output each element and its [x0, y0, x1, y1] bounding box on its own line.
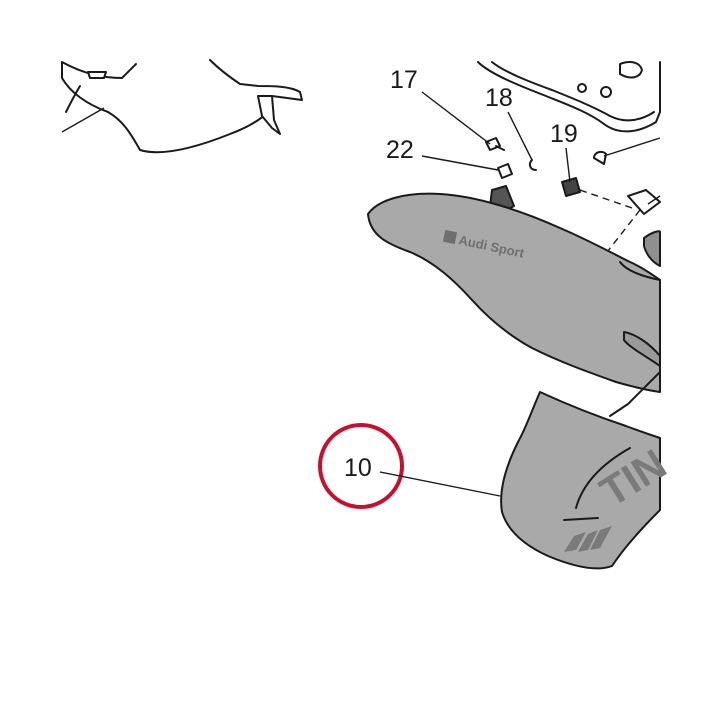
lower-cover-part-10: TIN [500, 371, 674, 570]
upper-left-clip [87, 71, 107, 79]
lower-cover-crease [575, 447, 631, 509]
upper-cover-shape [367, 192, 661, 393]
upper-left-component [61, 59, 303, 154]
clip-18 [528, 159, 537, 171]
callout-19-leader [565, 147, 571, 183]
callout-10-leader [379, 471, 501, 497]
upper-cover-vent [623, 331, 661, 367]
retainer-clip [627, 189, 661, 215]
retainer-clip-leader [647, 195, 661, 205]
callouts-group: 17 18 19 22 10 [318, 66, 578, 509]
assembly-path-1 [579, 189, 633, 209]
plate-fastener-leader [603, 137, 661, 157]
screw-22 [497, 163, 513, 179]
plate-emblem [619, 61, 643, 79]
screw-17 [485, 137, 501, 151]
callout-18-leader [507, 111, 533, 161]
nut-19 [561, 177, 581, 197]
upper-left-detail-line [65, 85, 81, 113]
callout-22: 22 [386, 136, 414, 164]
plate-hole-2 [577, 83, 587, 93]
callout-17-leader [421, 91, 491, 145]
callout-10-highlight-ring [318, 423, 404, 509]
callout-22-leader [421, 155, 499, 171]
lower-cover-stripes [564, 526, 612, 552]
upper-right-plate-inner-edge [491, 61, 655, 122]
plate-hole-1 [600, 86, 612, 98]
lower-cover-connector [609, 371, 661, 417]
assembly-path-2 [603, 209, 641, 257]
lower-cover-shape [500, 391, 661, 570]
upper-cover: Audi Sport [367, 192, 661, 393]
upper-cover-mount [643, 230, 661, 267]
callout-19: 19 [550, 120, 578, 148]
callout-10: 10 [344, 454, 372, 482]
audi-sport-logo-mark [442, 229, 458, 245]
callout-18: 18 [485, 84, 513, 112]
upper-left-tab [257, 95, 281, 135]
upper-right-plate [477, 61, 661, 165]
lower-cover-crease-2 [563, 517, 599, 521]
fasteners-group [485, 137, 661, 257]
upper-cover-edge-detail [619, 261, 661, 281]
upper-left-leader [61, 107, 105, 133]
screw-17-shank [495, 145, 505, 151]
callout-17: 17 [390, 66, 418, 94]
plate-fastener [593, 150, 607, 165]
